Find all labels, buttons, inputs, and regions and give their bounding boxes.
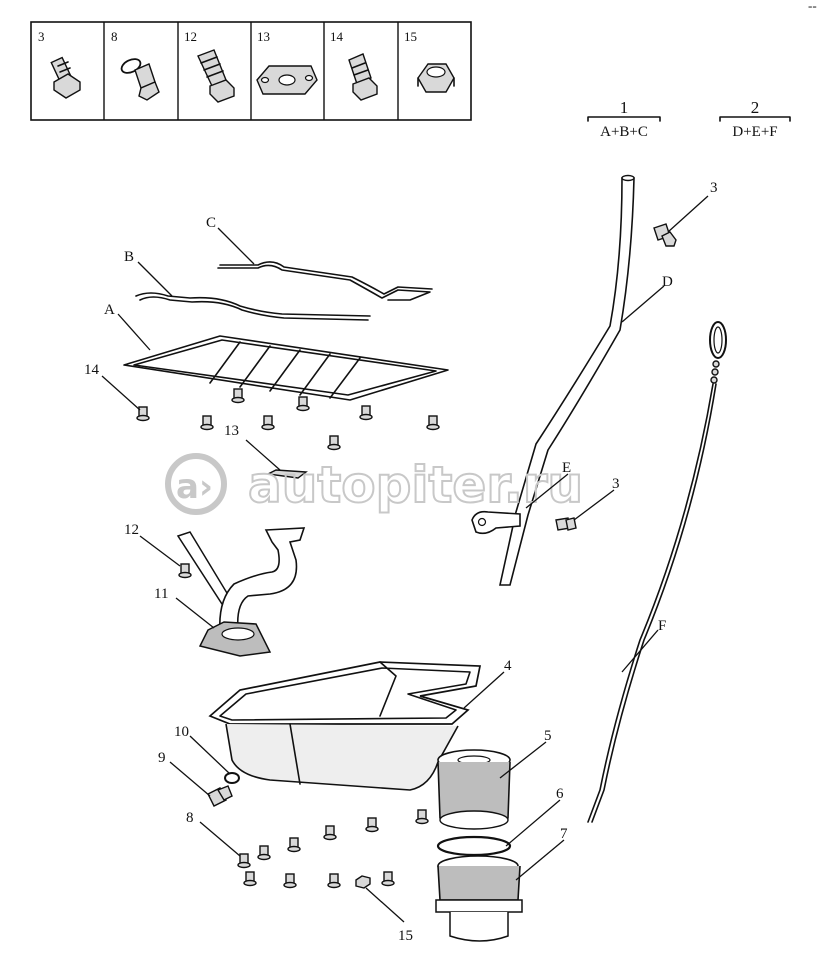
- svg-text:a›: a›: [176, 467, 213, 507]
- drain-plug-9: [207, 785, 233, 807]
- filter-housing-7: [435, 855, 523, 942]
- flange-bolt-icon: [348, 53, 378, 101]
- oil-pan-4: [208, 661, 482, 791]
- callout-8: 8: [186, 810, 194, 826]
- kit-contents: A+B+C: [600, 124, 648, 140]
- kit-number: 2: [751, 98, 760, 117]
- gasket-c: [217, 261, 433, 301]
- callout-10: 10: [174, 724, 189, 740]
- dipstick-tube-d: [499, 174, 635, 586]
- callout-9: 9: [158, 750, 166, 766]
- oil-filter-element-5: [437, 749, 511, 830]
- kit-number: 1: [620, 98, 629, 117]
- nut-icon: [417, 63, 455, 93]
- callout-12: 12: [124, 522, 139, 538]
- callout-4: 4: [504, 658, 512, 674]
- watermark-text: autopiter.ru: [248, 456, 583, 514]
- corner-mark: --: [808, 0, 817, 13]
- watermark: a› autopiter.ru: [165, 453, 584, 515]
- callout-labels: C B A 14 13 12 11 D 3 E 3 F 4 10 9 8 5 6…: [84, 180, 718, 944]
- kit-table: 3 8 12 13 14 15: [30, 21, 472, 121]
- kit-legend-1: 1 A+B+C: [587, 98, 661, 140]
- callout-e: E: [562, 460, 571, 476]
- bolt-3-top: [653, 223, 677, 247]
- callout-15: 15: [398, 928, 413, 944]
- callout-3-top: 3: [710, 180, 718, 196]
- kit-contents: D+E+F: [732, 124, 777, 140]
- threaded-bolt-icon: [197, 49, 235, 103]
- callout-3-mid: 3: [612, 476, 620, 492]
- callout-13: 13: [224, 423, 239, 439]
- callout-c: C: [206, 215, 216, 231]
- oil-pickup-11: [176, 527, 306, 657]
- dipstick-f: [587, 321, 727, 823]
- callout-6: 6: [556, 786, 564, 802]
- leader-lines: [101, 195, 709, 923]
- bolt-3-mid: [555, 517, 577, 531]
- kit-legend-2: 2 D+E+F: [719, 98, 791, 140]
- gasket-b: [135, 292, 371, 321]
- callout-14: 14: [84, 362, 100, 378]
- callout-11: 11: [154, 586, 168, 602]
- drain-plug-with-washer-icon: [120, 58, 160, 101]
- washer-10: [224, 772, 240, 784]
- callout-b: B: [124, 249, 134, 265]
- o-ring-6: [436, 835, 512, 857]
- bolt-icon: [50, 56, 81, 99]
- callout-f: F: [658, 618, 666, 634]
- kit-table-cell-label: 15: [404, 29, 417, 44]
- nut-15: [355, 875, 371, 889]
- bolt-12: [178, 563, 192, 579]
- callout-5: 5: [544, 728, 552, 744]
- kit-table-cell-label: 3: [38, 29, 45, 44]
- kit-table-cell-label: 12: [184, 29, 197, 44]
- callout-a: A: [104, 302, 115, 318]
- bracket-e: [471, 510, 521, 535]
- callout-d: D: [662, 274, 673, 290]
- bolt-group-14: [136, 388, 440, 451]
- kit-table-cell-label: 8: [111, 29, 118, 44]
- bolt-group-8: [237, 809, 429, 889]
- callout-7: 7: [560, 826, 568, 842]
- gasket-icon: [256, 65, 318, 95]
- kit-table-cell-label: 14: [330, 29, 344, 44]
- gasket-13: [265, 469, 308, 479]
- gasket-a: [123, 335, 449, 401]
- kit-table-cell-label: 13: [257, 29, 270, 44]
